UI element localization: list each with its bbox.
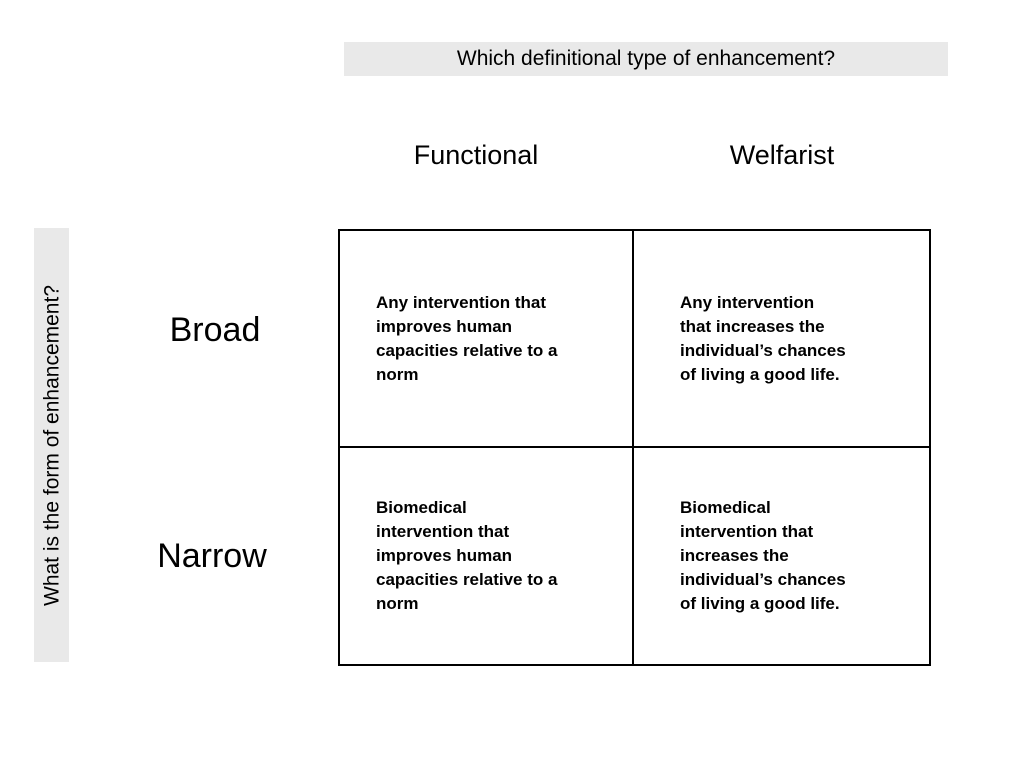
row-label-broad: Broad xyxy=(169,311,261,349)
side-question-band: What is the form of enhancement? xyxy=(34,228,69,662)
matrix-grid: Any intervention that improves human cap… xyxy=(338,229,931,666)
cell-broad-welfarist-text: Any intervention that increases the indi… xyxy=(680,292,846,384)
cell-broad-functional-text: Any intervention that improves human cap… xyxy=(376,292,558,384)
side-question-label: What is the form of enhancement? xyxy=(39,284,63,606)
cell-broad-welfarist: Any intervention that increases the indi… xyxy=(634,231,929,448)
cell-narrow-welfarist-text: Biomedical intervention that increases t… xyxy=(680,498,846,613)
top-question-label: Which definitional type of enhancement? xyxy=(456,47,836,70)
cell-narrow-welfarist: Biomedical intervention that increases t… xyxy=(634,448,929,664)
cell-narrow-functional: Biomedical intervention that improves hu… xyxy=(340,448,634,664)
column-header-functional: Functional xyxy=(413,140,539,170)
cell-narrow-functional-text: Biomedical intervention that improves hu… xyxy=(376,498,558,613)
column-header-welfarist: Welfarist xyxy=(729,140,835,170)
row-label-narrow: Narrow xyxy=(157,537,267,575)
top-question-band: Which definitional type of enhancement? xyxy=(344,42,948,76)
cell-broad-functional: Any intervention that improves human cap… xyxy=(340,231,634,448)
